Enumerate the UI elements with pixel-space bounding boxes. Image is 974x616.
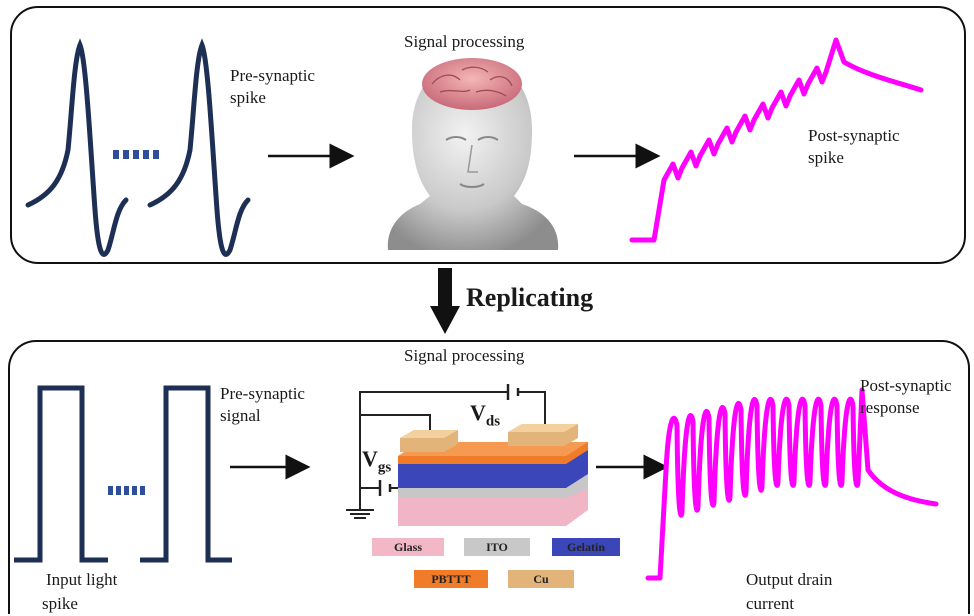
legend-cu: Cu <box>508 570 574 588</box>
top-post-label-line2: spike <box>808 148 844 167</box>
input-label-line2: spike <box>42 594 78 613</box>
ellipsis-dots-icon <box>108 486 145 495</box>
input-light-spike-1 <box>14 385 108 563</box>
input-light-spike-2 <box>140 385 232 563</box>
ellipsis-dots-icon <box>113 150 159 159</box>
top-pre-label-line1: Pre-synaptic <box>230 66 315 85</box>
legend-gelatin: Gelatin <box>552 538 620 556</box>
battery-icon <box>378 480 392 496</box>
replicating-label: Replicating <box>466 283 594 312</box>
top-title: Signal processing <box>404 32 525 51</box>
post-synaptic-spike-curve <box>629 37 924 243</box>
legend-ito: ITO <box>464 538 530 556</box>
top-pre-label-line2: spike <box>230 88 266 107</box>
input-label-line1: Input light <box>46 570 118 589</box>
transistor-device-stack <box>398 424 588 526</box>
legend-glass: Glass <box>372 538 444 556</box>
top-post-label-line1: Post-synaptic <box>808 126 900 145</box>
pre-synaptic-spike-1 <box>25 38 129 257</box>
bottom-post-label-line2: response <box>860 398 920 417</box>
head-with-brain-icon <box>387 58 559 250</box>
down-arrow-icon <box>430 268 460 334</box>
bottom-post-label-line1: Post-synaptic <box>860 376 952 395</box>
legend-pbttt: PBTTT <box>414 570 488 588</box>
bottom-pre-label-line1: Pre-synaptic <box>220 384 305 403</box>
ground-icon <box>346 509 374 519</box>
vgs-label: Vgs <box>362 446 392 476</box>
output-label-line2: current <box>746 594 795 613</box>
bottom-title: Signal processing <box>404 346 525 365</box>
pre-synaptic-spike-2 <box>147 38 251 257</box>
battery-icon <box>506 384 520 400</box>
bottom-pre-label-line2: signal <box>220 406 261 425</box>
output-label-line1: Output drain <box>746 570 833 589</box>
post-synaptic-response-curve <box>645 387 939 581</box>
vds-label: Vds <box>470 400 501 430</box>
